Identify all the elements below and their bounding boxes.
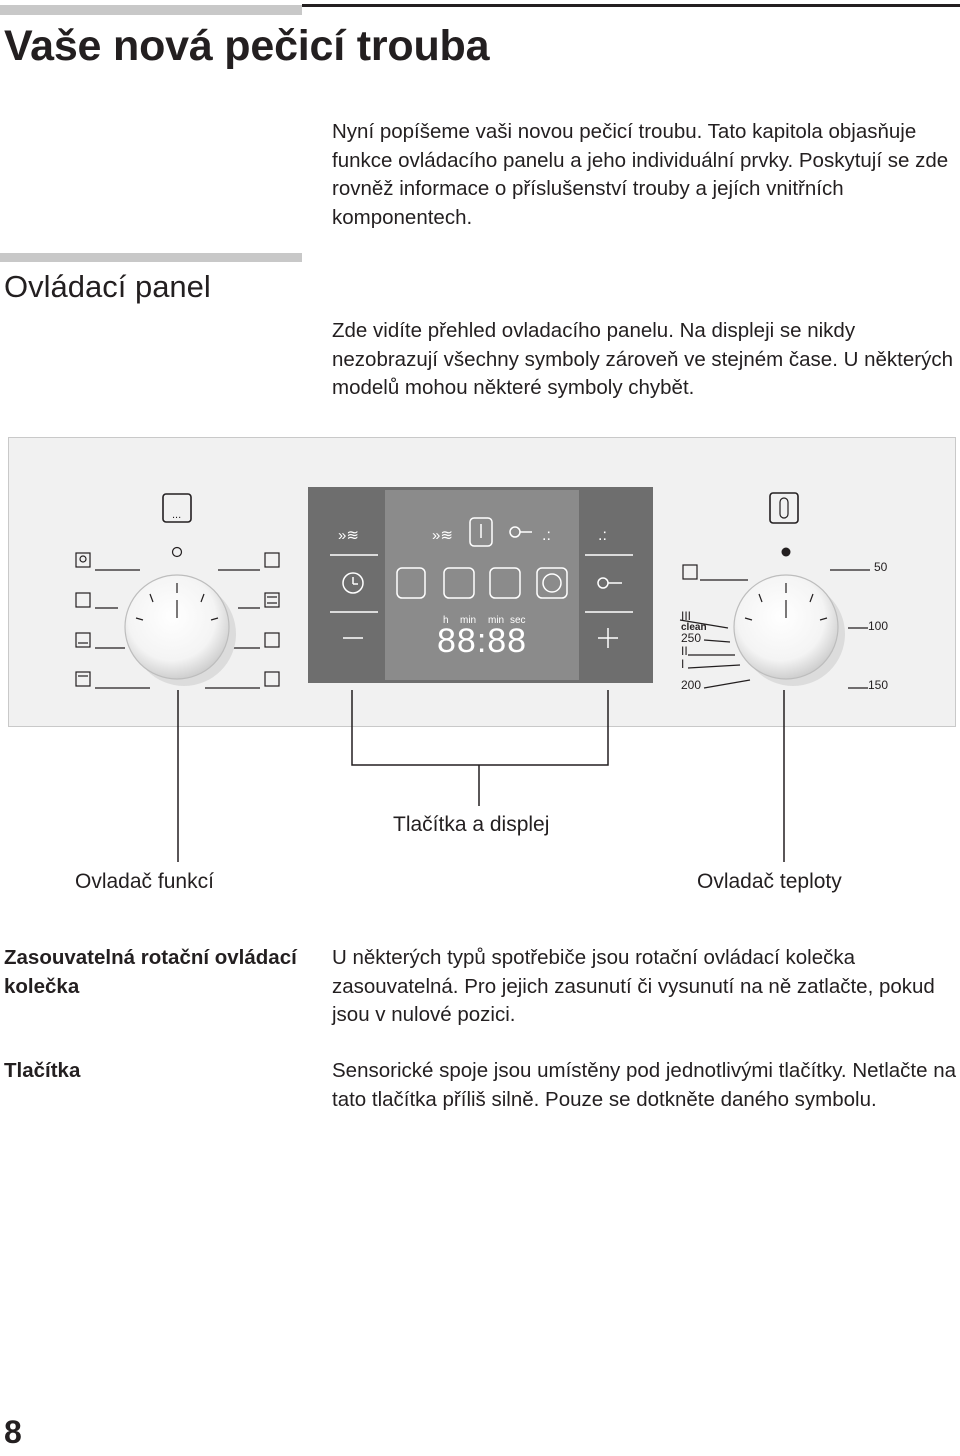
clock-display-icon [536,567,568,599]
lamp-symbol-icon [75,552,91,568]
header-accent-bar [0,5,302,15]
intro-paragraph: Nyní popíšeme vaši novou pečicí troubu. … [332,120,949,229]
button-display-unit: »≋ »≋ .: .: h min min sec 88:88 [308,487,653,683]
rapid-heat-button-icon: »≋ [338,527,359,544]
fan-grill-symbol-icon [264,632,280,648]
display-screen [385,490,579,680]
defrost-symbol-icon [75,592,91,608]
definition-text-retractable-knobs: U některých typů spotřebiče jsou rotační… [332,946,935,1026]
temp-scale-100: 100 [868,619,888,633]
temp-scale-clean: clean [681,622,707,633]
callout-temperature-knob: Ovladač teploty [697,870,842,893]
temperature-thermometer-icon [769,492,799,524]
thermometer-display-icon [469,517,493,547]
temp-scale-250: 250 [681,631,701,645]
bottom-heat-symbol-icon [75,632,91,648]
header-rule [302,4,960,7]
top-heat-symbol-icon [75,671,91,687]
display-unit-h: h [443,615,449,626]
temp-scale-200: 200 [681,678,701,692]
svg-text:...: ... [172,509,181,521]
grill-symbol-icon [264,671,280,687]
page-number: 8 [4,1414,22,1450]
temp-scale-I: I [681,657,684,671]
sabbath-button-icon: .: [598,527,607,544]
end-time-display-icon [489,567,521,599]
section-title: Ovládací panel [4,269,211,304]
duration-display-icon [443,567,475,599]
top-bottom-heat-symbol-icon [264,592,280,608]
section-paragraph: Zde vidíte přehled ovladacího panelu. Na… [332,319,953,399]
temperature-knob [733,574,839,680]
temp-scale-III: III [681,609,691,623]
callout-leader-lines [177,690,785,862]
display-unit-min-1: min [460,615,476,626]
function-knob [124,574,230,680]
display-unit-min-2: min [488,615,504,626]
control-panel-drawing: ... [75,487,888,862]
definition-text-buttons: Sensorické spoje jsou umístěny pod jedno… [332,1059,957,1111]
page-title: Vaše nová pečicí trouba [4,22,490,70]
alarm-display-icon [396,567,426,599]
sabbath-display-icon: .: [542,527,551,544]
function-symbols-left [75,552,150,689]
function-knob-area: ... [75,493,280,689]
callout-function-knob: Ovladač funkcí [75,870,214,893]
hot-air-symbol-icon [264,552,280,568]
section-accent-bar [0,253,302,262]
temp-scale-II: II [681,644,688,658]
display-digits: 88:88 [437,622,527,660]
temperature-knob-indicator [781,547,791,557]
timer-button-icon [342,572,364,594]
temp-scale-50: 50 [874,560,888,574]
function-knob-off-indicator [171,546,183,558]
definition-term-buttons: Tlačítka [4,1059,81,1082]
temp-scale-150: 150 [868,678,888,692]
light-symbol-icon [682,564,698,580]
callout-buttons-display: Tlačítka a displej [393,813,550,836]
function-knob-menu-icon [162,493,192,523]
definition-term-retractable-knobs: Zasouvatelná rotační ovládací kolečka [4,946,297,998]
display-unit-sec: sec [510,615,526,626]
rapid-heat-display-icon: »≋ [432,527,453,544]
function-symbols-right [205,552,280,689]
temperature-knob-area: III clean 250 II I 200 50 100 150 [679,492,888,692]
